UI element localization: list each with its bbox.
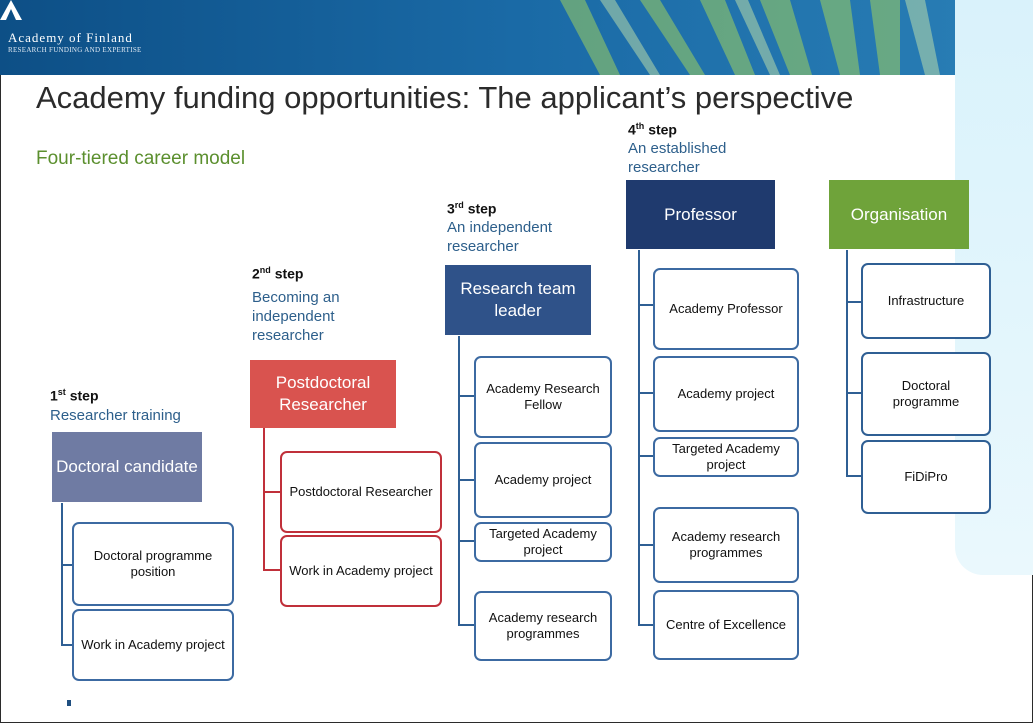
step-2-suffix: nd <box>259 265 271 275</box>
slide-subtitle: Four-tiered career model <box>36 148 246 169</box>
funding-work-in-academy-project-1: Work in Academy project <box>72 609 234 681</box>
step-3-word: step <box>467 200 497 217</box>
funding-work-in-academy-project-2: Work in Academy project <box>280 535 442 607</box>
funding-academy-research-fellow: Academy Research Fellow <box>474 356 612 438</box>
funding-academy-research-programmes-4: Academy research programmes <box>653 507 799 583</box>
funding-fidipro: FiDiPro <box>861 440 991 514</box>
step-3-description: An independent researcher <box>447 219 553 255</box>
funding-doctoral-programme-position: Doctoral programme position <box>72 522 234 606</box>
funding-postdoctoral-researcher: Postdoctoral Researcher <box>280 451 442 533</box>
step-4-ordinal: 4 <box>628 121 636 138</box>
funding-academy-professor: Academy Professor <box>653 268 799 350</box>
step-1-heading: 1st step <box>50 387 99 404</box>
funding-academy-research-programmes-3: Academy research programmes <box>474 591 612 661</box>
step-4-description: An established researcher <box>628 140 727 176</box>
step-2-word: step <box>274 265 304 282</box>
step-4-suffix: th <box>635 121 645 131</box>
role-organisation: Organisation <box>829 180 969 249</box>
role-professor: Professor <box>626 180 775 249</box>
role-postdoctoral-researcher: Postdoctoral Researcher <box>250 360 396 428</box>
step-3-suffix: rd <box>454 200 464 210</box>
step-1-word: step <box>69 387 99 404</box>
funding-targeted-academy-project-3: Targeted Academy project <box>474 522 612 562</box>
role-doctoral-candidate: Doctoral candidate <box>52 432 202 502</box>
step-4-heading: 4th step <box>628 121 677 138</box>
step-1-description: Researcher training <box>50 407 181 424</box>
step-4-word: step <box>648 121 677 138</box>
funding-academy-project-4: Academy project <box>653 356 799 432</box>
funding-targeted-academy-project-4: Targeted Academy project <box>653 437 799 477</box>
academy-logo-icon <box>0 0 22 20</box>
funding-centre-of-excellence: Centre of Excellence <box>653 590 799 660</box>
funding-academy-project-3: Academy project <box>474 442 612 518</box>
step-3-ordinal: 3 <box>447 200 455 217</box>
funding-doctoral-programme: Doctoral programme <box>861 352 991 436</box>
role-research-team-leader: Research team leader <box>445 265 591 335</box>
brand-name: Academy of Finland <box>8 30 133 45</box>
step-1-ordinal: 1 <box>50 387 58 404</box>
header-decoration <box>560 0 940 75</box>
step-1-suffix: st <box>57 387 66 397</box>
header-band: Academy of Finland Research funding and … <box>0 0 1033 75</box>
slide-title: Academy funding opportunities: The appli… <box>36 80 854 115</box>
step-2-heading: 2nd step <box>252 265 303 282</box>
step-2-ordinal: 2 <box>252 265 260 282</box>
funding-infrastructure: Infrastructure <box>861 263 991 339</box>
brand-tagline: Research funding and expertise <box>8 46 142 54</box>
step-3-heading: 3rd step <box>447 200 496 217</box>
bullet-marker <box>67 700 71 706</box>
step-2-description: Becoming an independent researcher <box>252 289 340 344</box>
